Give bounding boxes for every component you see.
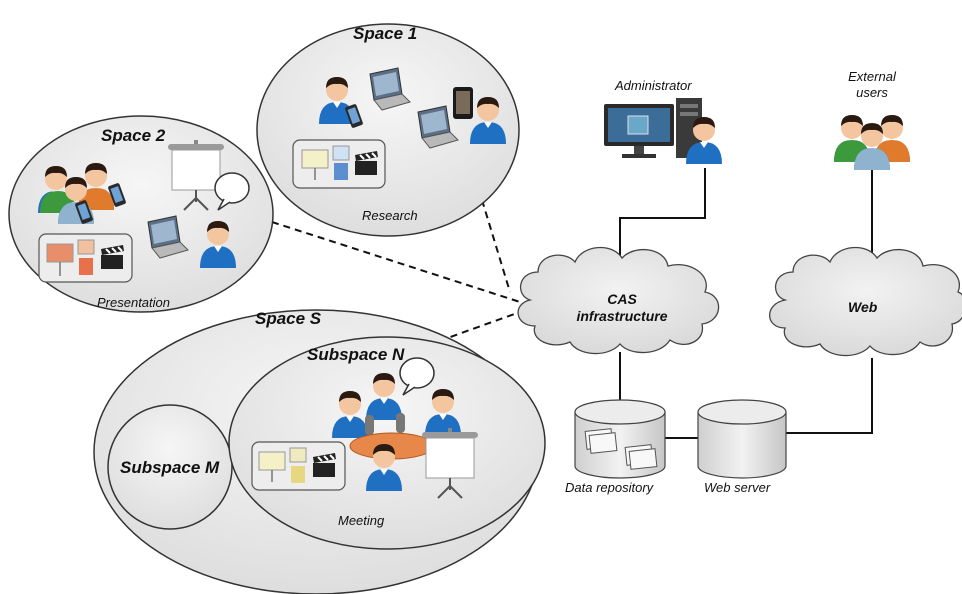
administrator-label: Administrator xyxy=(615,78,692,93)
data-repository-label: Data repository xyxy=(565,480,654,495)
subspace-m-title: Subspace M xyxy=(120,458,220,477)
cas-label-line2: infrastructure xyxy=(576,308,668,324)
link-admin-cas xyxy=(619,168,706,262)
space-2-icons xyxy=(38,139,250,283)
space-2-subtitle: Presentation xyxy=(97,295,170,310)
web-label: Web xyxy=(848,299,878,315)
external-users-line2: users xyxy=(856,85,888,100)
link-space1-cas xyxy=(481,199,511,293)
media-icon xyxy=(38,233,133,283)
link-space2-cas xyxy=(271,221,521,303)
external-users-icon xyxy=(834,115,910,170)
media-icon xyxy=(292,139,386,189)
subspace-n-subtitle: Meeting xyxy=(338,513,385,528)
space-1-icons xyxy=(292,67,506,189)
space-1-subtitle: Research xyxy=(362,208,418,223)
external-users-label: External users xyxy=(832,69,912,101)
subspace-m-circle xyxy=(107,404,233,530)
space-2-title: Space 2 xyxy=(101,126,166,145)
cas-cloud-icon xyxy=(517,246,720,355)
web-cloud-icon xyxy=(769,246,962,357)
subspace-n-title: Subspace N xyxy=(307,345,405,364)
web-server-label: Web server xyxy=(704,480,771,495)
administrator-computer-icon xyxy=(603,97,722,164)
web-server-database-icon xyxy=(697,399,787,479)
subspace-n-icons xyxy=(251,357,479,499)
cas-infrastructure-label: CAS infrastructure xyxy=(562,291,682,325)
space-1-title: Space 1 xyxy=(353,24,418,43)
media-icon xyxy=(251,441,346,491)
microphone-icon xyxy=(365,413,405,435)
external-users-line1: External xyxy=(848,69,896,84)
solid-connectors xyxy=(619,168,873,439)
tablet-icon xyxy=(453,87,473,119)
data-repository-database-icon xyxy=(574,399,666,479)
link-webserver-web xyxy=(786,358,873,434)
cas-label-line1: CAS xyxy=(607,291,637,307)
space-s-title: Space S xyxy=(255,309,322,328)
